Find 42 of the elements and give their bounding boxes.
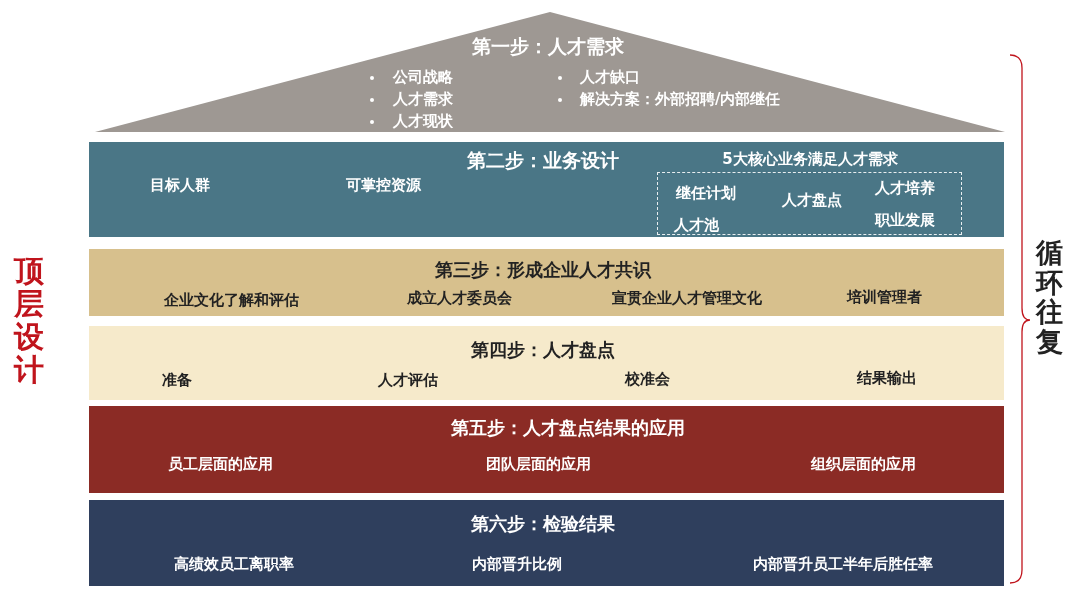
step-heading: 第三步：形成企业人才共识 bbox=[435, 259, 651, 281]
item-text: 成立人才委员会 bbox=[406, 290, 512, 308]
item-text: 公司战略 bbox=[393, 69, 453, 87]
item-text: 结果输出 bbox=[857, 370, 917, 388]
item-text: 人才需求 bbox=[393, 91, 453, 109]
item-text: 宣贯企业人才管理文化 bbox=[612, 290, 762, 308]
item-text: 员工层面的应用 bbox=[167, 456, 273, 474]
step-band bbox=[89, 500, 1004, 586]
item-text: 校准会 bbox=[624, 371, 670, 389]
step-band bbox=[89, 142, 1004, 237]
step-heading: 第五步：人才盘点结果的应用 bbox=[451, 417, 685, 439]
item-text: 组织层面的应用 bbox=[810, 456, 916, 474]
item-text: 解决方案：外部招聘/内部继任 bbox=[580, 91, 781, 109]
item-text: 人才池 bbox=[673, 217, 719, 235]
item-text: 团队层面的应用 bbox=[485, 456, 591, 474]
item-text: 人才缺口 bbox=[580, 69, 640, 87]
roof-triangle bbox=[95, 12, 1005, 132]
step-heading: 第四步：人才盘点 bbox=[471, 339, 615, 361]
step-band bbox=[89, 406, 1004, 493]
step-heading: 第二步：业务设计 bbox=[467, 150, 619, 172]
item-text: 目标人群 bbox=[150, 177, 210, 195]
item-text: 人才盘点 bbox=[782, 192, 842, 210]
item-text: 可掌控资源 bbox=[345, 177, 421, 195]
item-text: 继任计划 bbox=[676, 185, 736, 203]
side-title: 顶层设计 bbox=[14, 254, 44, 386]
item-text: 人才评估 bbox=[378, 372, 438, 390]
step-band bbox=[89, 326, 1004, 400]
step-heading: 第六步：检验结果 bbox=[471, 513, 615, 535]
item-text: 职业发展 bbox=[875, 212, 935, 230]
step-band bbox=[89, 249, 1004, 316]
item-text: 5大核心业务满足人才需求 bbox=[722, 151, 898, 169]
item-text: 培训管理者 bbox=[846, 289, 922, 307]
item-text: 人才现状 bbox=[393, 113, 453, 131]
item-text: 高绩效员工离职率 bbox=[174, 556, 294, 574]
item-text: 内部晋升员工半年后胜任率 bbox=[753, 556, 933, 574]
dashed-group-box bbox=[657, 172, 962, 235]
item-text: 内部晋升比例 bbox=[472, 556, 562, 574]
step-heading: 第一步：人才需求 bbox=[472, 36, 624, 58]
item-text: 人才培养 bbox=[875, 180, 935, 198]
item-text: 企业文化了解和评估 bbox=[163, 292, 299, 310]
item-text: 准备 bbox=[162, 372, 192, 390]
side-note: 循环往复 bbox=[1036, 238, 1063, 357]
